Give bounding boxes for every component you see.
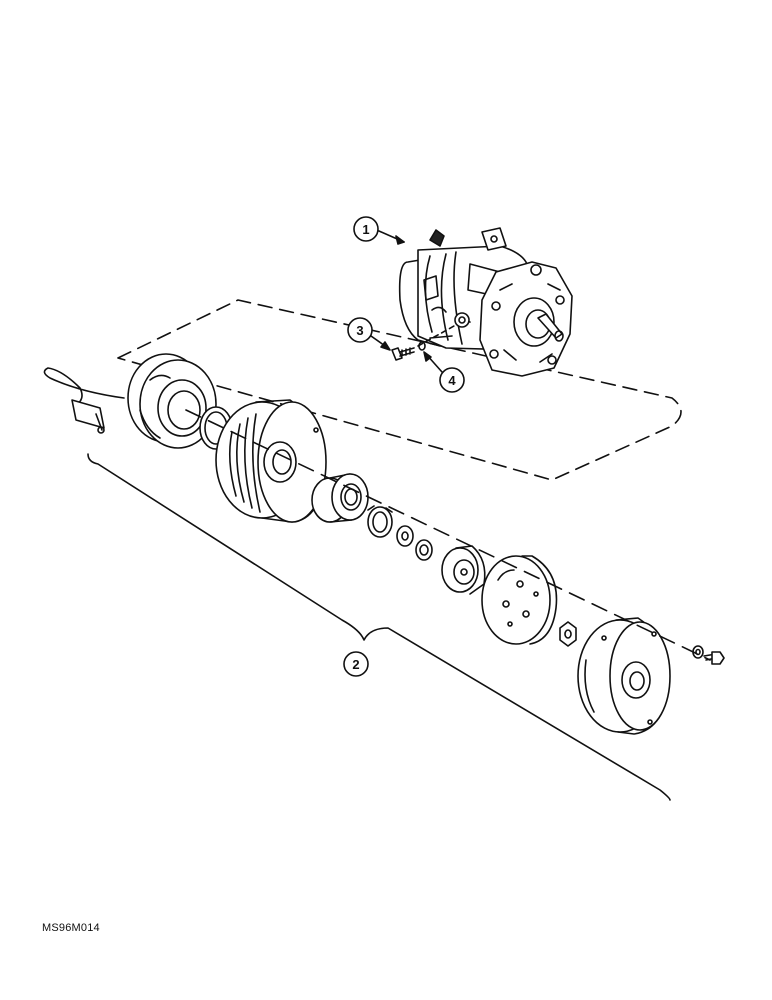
screw (391, 347, 415, 361)
callout-4: 4 (423, 351, 465, 393)
callout-number: 2 (352, 657, 359, 672)
callout-3: 3 (347, 317, 391, 351)
assembly-bracket (87, 453, 671, 801)
field-coil (127, 353, 217, 449)
front-cover (577, 617, 671, 735)
pulley-bearing (311, 473, 369, 523)
assembly-dashed-outline (117, 299, 682, 481)
seal-leader-line (417, 325, 455, 347)
hub-nut (559, 621, 577, 647)
cover-bolt (703, 651, 725, 665)
callout-1: 1 (353, 216, 405, 245)
callout-2: 2 (343, 651, 369, 677)
armature-plate (481, 555, 558, 645)
shim (415, 539, 433, 561)
pulley (215, 399, 327, 523)
retaining-ring (367, 505, 393, 538)
coil-wire-lead (43, 367, 125, 434)
callout-number: 3 (356, 323, 363, 338)
compressor (398, 227, 573, 377)
spacer-washer (396, 525, 414, 547)
clutch-hub (441, 545, 486, 595)
callout-number: 1 (362, 222, 369, 237)
assembly-centerline (185, 409, 711, 661)
cover-washer (692, 645, 704, 659)
figure-code: MS96M014 (42, 922, 100, 934)
callout-number: 4 (448, 373, 456, 388)
